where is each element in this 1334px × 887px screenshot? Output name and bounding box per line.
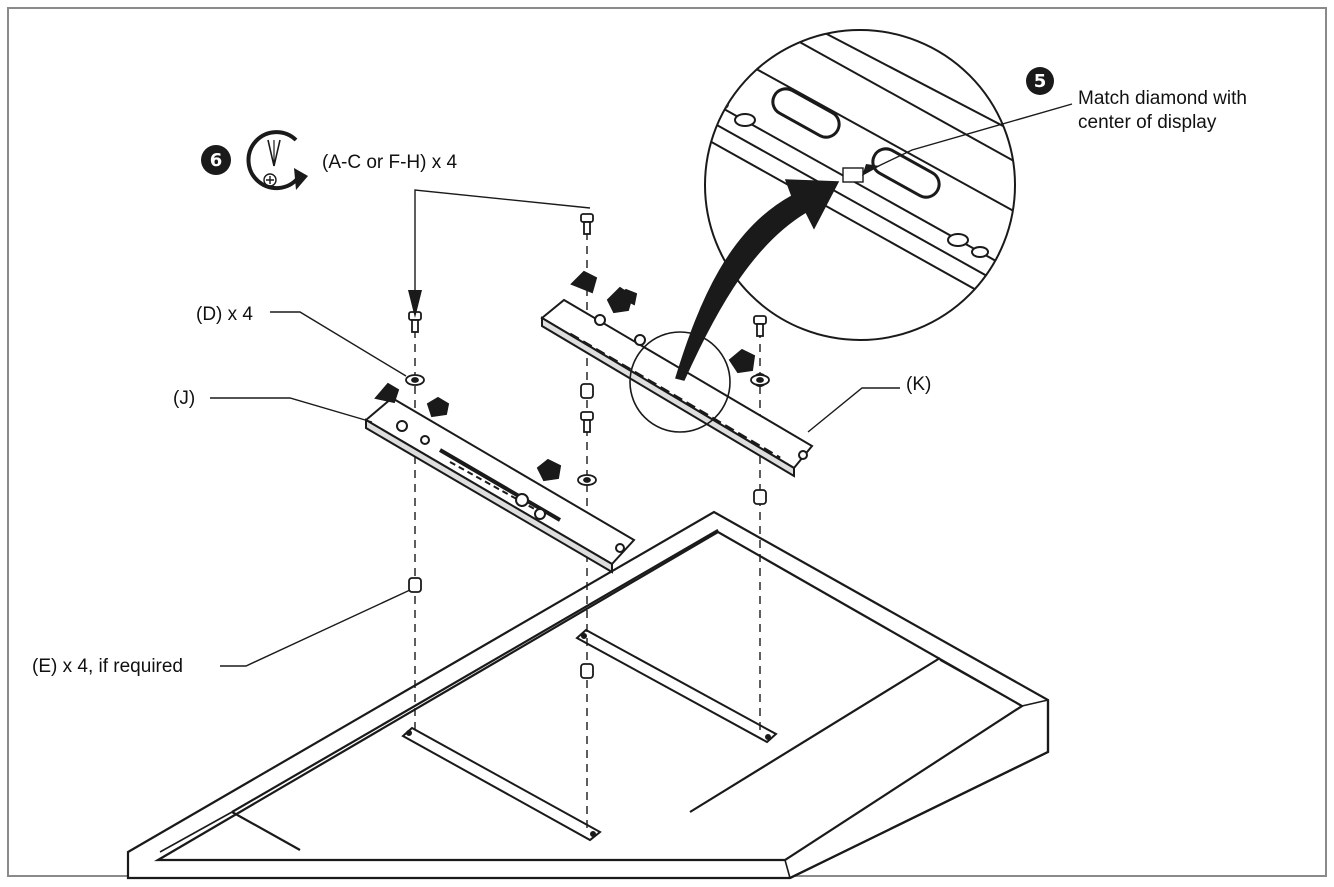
bracket-j (364, 382, 636, 574)
svg-text:5: 5 (1034, 71, 1047, 92)
spacer-left (408, 577, 422, 593)
label-washer-d: (D) x 4 (196, 304, 253, 325)
spacer-center-bottom (580, 663, 594, 679)
display-rail-right (575, 628, 778, 744)
spacer-center-top (580, 383, 594, 399)
label-bracket-k: (K) (906, 374, 931, 395)
step-6-text: (A-C or F-H) x 4 (322, 152, 458, 173)
display-rail-left (401, 726, 602, 842)
screwdriver-clockwise-icon (246, 130, 308, 191)
step-6-badge: 6 (201, 145, 231, 175)
magnified-detail (704, 29, 1016, 341)
step-5-text-line-2: center of display (1078, 112, 1217, 133)
label-bracket-j: (J) (173, 388, 195, 409)
label-spacer-e: (E) x 4, if required (32, 656, 183, 677)
hardware (405, 213, 770, 679)
detail-origin-circle (629, 331, 731, 433)
callout-leaders (210, 103, 1073, 667)
screw-top-center (580, 213, 594, 235)
screw-right (753, 315, 767, 337)
magnify-arrow (675, 179, 840, 381)
spacer-right (753, 489, 767, 505)
step-5-text-line-1: Match diamond with (1078, 88, 1247, 109)
svg-text:6: 6 (210, 150, 223, 171)
step-5-badge: 5 (1026, 67, 1054, 95)
display-back (126, 510, 1050, 880)
screw-center-mid (580, 411, 594, 433)
